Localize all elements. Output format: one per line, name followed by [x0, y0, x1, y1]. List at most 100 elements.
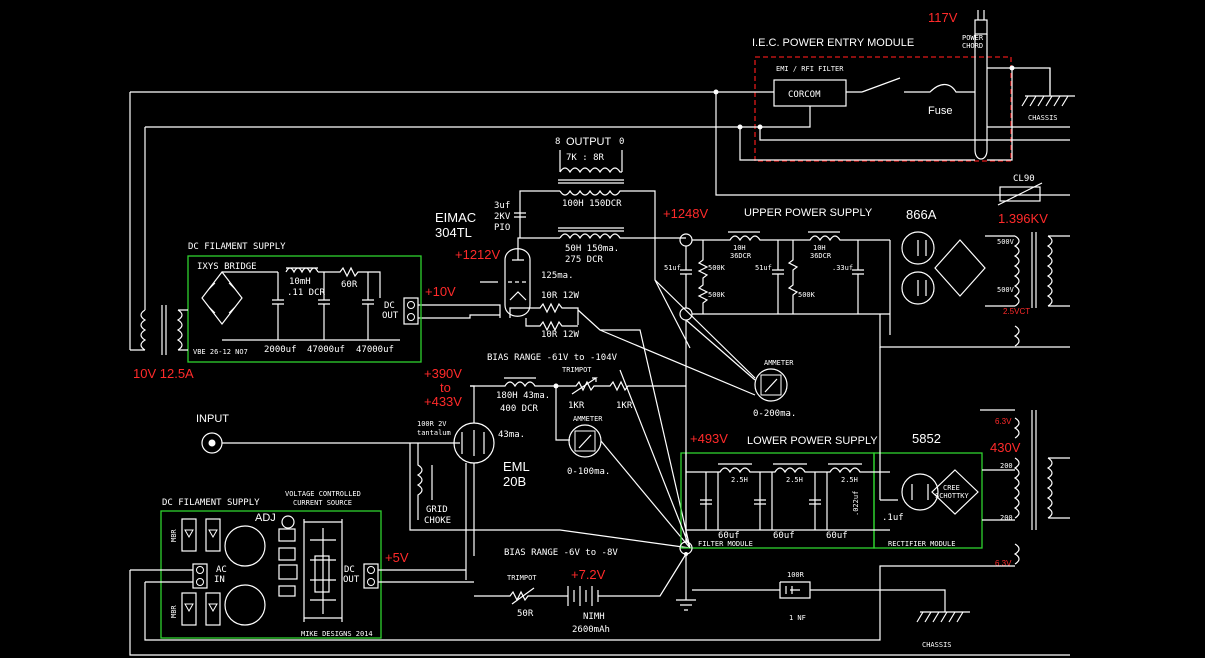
- bias-supply-1: BIAS RANGE -61V to -104V +390V to +433V …: [424, 353, 686, 441]
- fil-cap-label-1: 2000uf: [264, 345, 297, 355]
- chassis-ground-top: CHASSIS: [1021, 68, 1075, 122]
- dc-out-label-1: DC: [384, 301, 395, 311]
- low-l-label-1: 2.5H: [731, 476, 748, 484]
- up-cap-label-3: .33uf: [832, 264, 853, 272]
- fil2-ac-wires: [129, 565, 1070, 656]
- rectifier-module-box: [873, 452, 983, 549]
- output-0-label: 0: [619, 137, 624, 147]
- upper-choke-line: [692, 235, 890, 242]
- r100-2v-label-1: 100R 2V: [417, 420, 447, 428]
- trimpot-2-label: TRIMPOT: [507, 574, 537, 582]
- filament-ct-wire: [577, 309, 691, 549]
- terminal-screw: [367, 578, 375, 586]
- emi-filter-label: EMI / RFI FILTER: [776, 65, 844, 73]
- voltage-430-label: 430V: [990, 440, 1021, 455]
- dc-out-2-label-2: OUT: [343, 575, 360, 585]
- dc-out-terminal: [403, 297, 419, 325]
- low-xfmr-secondary: [1013, 457, 1020, 519]
- fil-caps: [222, 272, 400, 341]
- iec-module-box: [754, 56, 1012, 162]
- bridge-small-label-1: MBR: [170, 529, 178, 542]
- cl90-label: CL90: [1013, 174, 1035, 184]
- kr1-label-b: 1KR: [616, 401, 633, 411]
- eml-label-1: EML: [503, 459, 530, 474]
- eml20b-elements: [461, 430, 485, 456]
- cord-body: [974, 34, 988, 160]
- up-l2-label-1: 10H: [813, 244, 826, 252]
- coupling-cap-3uf: 3uf 2KV PIO: [494, 201, 526, 233]
- diode-block-1: [181, 518, 197, 552]
- r100-2v-label-2: tantalum: [417, 429, 451, 437]
- adj-pot-icon[interactable]: [281, 515, 295, 529]
- terminal-screw: [196, 578, 204, 586]
- r60-label: 60R: [341, 280, 358, 290]
- tube-304tl-plate: [512, 237, 524, 261]
- nf1-label: 1 NF: [789, 614, 806, 622]
- up-l2-label-2: 36DCR: [810, 252, 832, 260]
- junction-dot: [684, 552, 688, 556]
- diode-block-3: [181, 592, 197, 626]
- tube-866a-2: [901, 271, 935, 305]
- fil-xfmr-primary: [130, 309, 147, 351]
- ammeter-1-face: [760, 374, 782, 396]
- voltage-72-label: +7.2V: [571, 567, 606, 582]
- dc-out-2-label-1: DC: [344, 565, 355, 575]
- voltage-10-label: +10V: [425, 284, 456, 299]
- up-cap-label-1: 51uf: [664, 264, 681, 272]
- chassis-ground-bottom: CHASSIS: [916, 611, 970, 649]
- voltage-493-label: +493V: [690, 431, 728, 446]
- cap-plates: [514, 212, 526, 218]
- voltage-5-label: +5V: [385, 550, 409, 565]
- voltage-433-label: +433V: [424, 394, 462, 409]
- iec-module: I.E.C. POWER ENTRY MODULE EMI / RFI FILT…: [752, 37, 1012, 162]
- ground-hatch-icon: [1021, 95, 1069, 107]
- hv-xfmr-leads: [985, 235, 1020, 347]
- output-transformer: 8 OUTPUT 0 7K : 8R 100H 150DCR: [519, 136, 656, 240]
- terminal-screw: [196, 566, 204, 574]
- power-cord-label-1: POWER: [962, 34, 984, 42]
- vccs-label-2: CURRENT SOURCE: [293, 499, 352, 507]
- mah-label: 2600mAh: [572, 625, 610, 635]
- ma-125-label: 125ma.: [541, 271, 574, 281]
- choke-50h: 50H 150ma. 275 DCR: [520, 227, 686, 265]
- lower-caps: [700, 472, 828, 530]
- output-core: [558, 179, 624, 184]
- heatsink-icon: [303, 519, 343, 622]
- eml-label-2: 20B: [503, 474, 526, 489]
- kr1-label-a: 1KR: [568, 401, 585, 411]
- xfmr-tap-label-2: 500V: [997, 286, 1015, 294]
- mains-wire-2: [145, 106, 975, 161]
- node-1248: [679, 233, 693, 247]
- eml20b-leads: [465, 385, 475, 580]
- tube-304tl-filament: [509, 291, 527, 301]
- low-cap-label-2: 60uf: [773, 531, 795, 541]
- ac-in-label-1: AC: [216, 565, 227, 575]
- cree-label-1: CREE: [943, 484, 960, 492]
- ac-in-terminal: [192, 563, 208, 589]
- corcom-label: CORCOM: [788, 90, 821, 100]
- rectifier-module-label: RECTIFIER MODULE: [888, 540, 955, 548]
- ammeter-2-wire: [600, 440, 691, 549]
- terminal-screw: [407, 301, 415, 309]
- cree-label-2: SCHOTTKY: [935, 492, 970, 500]
- fil2-ic: [278, 564, 298, 580]
- filament-wires: [418, 304, 501, 319]
- range-200-label: 0-200ma.: [753, 409, 796, 419]
- up-res-1: [697, 240, 709, 314]
- bias-range-2-label: BIAS RANGE -6V to -8V: [504, 548, 618, 558]
- ammeter-2: AMMETER 0-100ma.: [567, 415, 691, 549]
- output-8-label: 8: [555, 137, 560, 147]
- bias-supply-2: BIAS RANGE -6V to -8V TRIMPOT 50R +7.2V …: [474, 548, 946, 635]
- up-cap-2: [772, 240, 784, 314]
- mains-wiring: CL90: [129, 89, 1070, 350]
- fil-xfmr-core: [161, 305, 167, 355]
- cord-ground-wire: [987, 67, 1051, 95]
- choke-50h-core: [558, 227, 624, 232]
- 5852-elements: [911, 484, 929, 500]
- schottky-bridge-icon: [931, 469, 979, 515]
- ammeter-2-needle: [578, 434, 592, 449]
- bias-choke-label-2: 400 DCR: [500, 404, 539, 414]
- mains-to-fil-xfmr: [129, 92, 146, 350]
- fuse-label: Fuse: [928, 105, 952, 117]
- hv-xfmr-secondary: [1013, 235, 1020, 307]
